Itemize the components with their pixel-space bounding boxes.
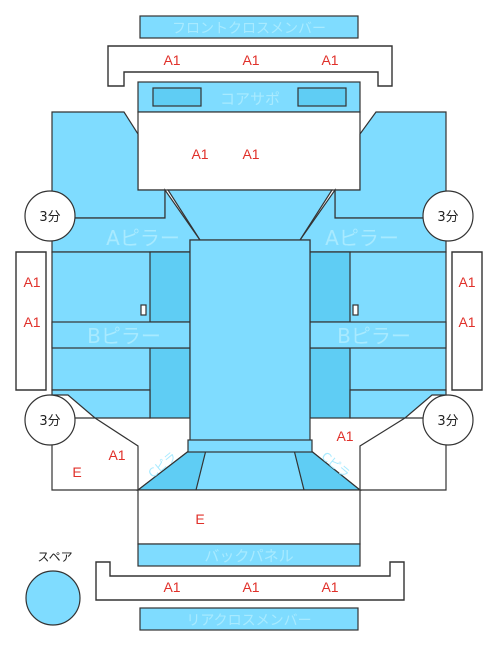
grade-engine-bay-1: A1 xyxy=(191,146,208,162)
tire-circle-front-left xyxy=(24,190,76,242)
b-pillar-right-label: Bピラー xyxy=(337,324,411,348)
right-side-bracket-inner xyxy=(451,251,462,391)
left-front-latch-icon xyxy=(140,304,147,316)
grade-trunk-e: E xyxy=(195,511,204,527)
left-rear-quarter-area xyxy=(51,417,139,491)
tire-front-left-label: 3分 xyxy=(39,210,60,225)
rear-cross-member-label: リアクロスメンバー xyxy=(186,613,311,629)
spare-label: スペア xyxy=(37,550,72,564)
right-front-door-inner xyxy=(309,251,351,323)
a-pillar-right-label: Aピラー xyxy=(325,226,399,250)
grade-front-cross-3: A1 xyxy=(321,52,338,68)
b-pillar-left xyxy=(51,321,191,349)
front-cross-member-label: フロントクロスメンバー xyxy=(172,21,326,37)
left-front-door-inner xyxy=(149,251,191,323)
grade-left-side-2: A1 xyxy=(23,314,40,330)
grade-rear-cross-3: A1 xyxy=(321,579,338,595)
grade-rear-cross-1: A1 xyxy=(163,579,180,595)
front-cross-member-bar xyxy=(139,15,359,39)
grade-right-rear-quarter: A1 xyxy=(336,428,353,444)
rear-roof-edge xyxy=(187,439,313,453)
roof-panel xyxy=(189,239,311,451)
right-front-latch-icon xyxy=(352,304,359,316)
grade-left-rear-quarter: A1 xyxy=(108,447,125,463)
core-support-left-window xyxy=(152,87,202,107)
left-side-bracket xyxy=(15,251,36,391)
rear-cross-member-bracket xyxy=(95,561,405,601)
grade-right-side-2: A1 xyxy=(458,314,475,330)
tire-circle-rear-left xyxy=(24,394,76,446)
tire-circle-front-right xyxy=(422,190,474,242)
back-panel xyxy=(137,543,361,567)
grade-right-side-1: A1 xyxy=(458,274,475,290)
rear-cross-member-bar xyxy=(139,607,359,631)
grade-front-cross-2: A1 xyxy=(242,52,259,68)
back-panel-label: バックパネル xyxy=(204,547,293,565)
grade-engine-bay-2: A1 xyxy=(242,146,259,162)
b-pillar-left-label: Bピラー xyxy=(87,324,161,348)
right-side-bracket xyxy=(462,251,483,391)
trunk-area xyxy=(137,489,361,545)
a-pillar-left-label: Aピラー xyxy=(106,226,180,250)
grade-front-cross-1: A1 xyxy=(163,52,180,68)
grade-left-side-1: A1 xyxy=(23,274,40,290)
tire-rear-right-label: 3分 xyxy=(437,414,458,429)
front-cross-member-bracket xyxy=(107,45,393,87)
spare-tire-circle xyxy=(25,570,81,626)
grade-left-lower-e: E xyxy=(72,464,81,480)
tire-circle-rear-right xyxy=(422,394,474,446)
right-rear-quarter-area xyxy=(359,417,447,491)
tire-front-right-label: 3分 xyxy=(437,210,458,225)
tire-rear-left-label: 3分 xyxy=(39,414,60,429)
grade-rear-cross-2: A1 xyxy=(242,579,259,595)
right-rear-door-inner xyxy=(309,347,351,419)
core-support-right-window xyxy=(297,87,347,107)
left-side-bracket-inner xyxy=(36,251,47,391)
core-support-label: コアサポ xyxy=(220,90,280,108)
left-rear-door-inner xyxy=(149,347,191,419)
